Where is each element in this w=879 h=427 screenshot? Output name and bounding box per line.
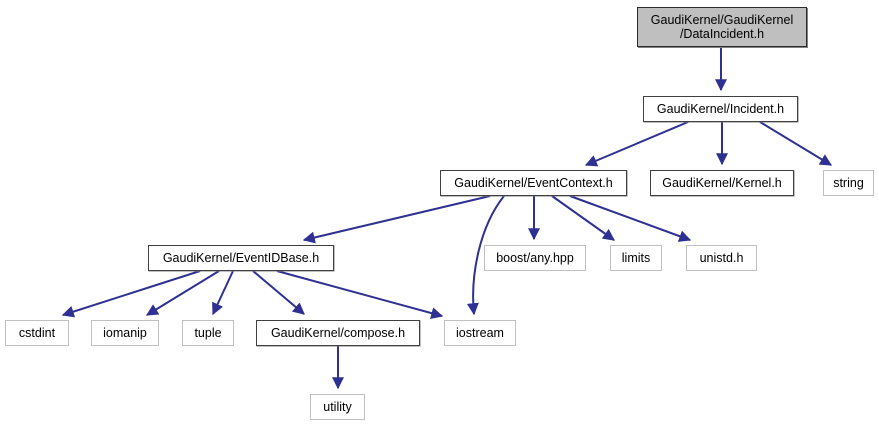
node-utility[interactable]: utility	[310, 394, 365, 420]
node-boostany[interactable]: boost/any.hpp	[484, 245, 586, 271]
edge-eventidbase-iostream	[276, 270, 444, 319]
node-string[interactable]: string	[823, 170, 874, 196]
node-dataincident[interactable]: GaudiKernel/GaudiKernel /DataIncident.h	[637, 7, 807, 47]
node-eventcontext[interactable]: GaudiKernel/EventContext.h	[440, 170, 627, 196]
edge-eventcontext-limits	[551, 195, 615, 241]
node-kernel[interactable]: GaudiKernel/Kernel.h	[650, 170, 794, 196]
edge-eventcontext-eventidbase	[302, 195, 491, 244]
edge-incident-string	[759, 121, 833, 166]
node-unistd[interactable]: unistd.h	[686, 245, 757, 271]
edge-incident-eventcontext	[584, 121, 689, 167]
node-iostream[interactable]: iostream	[444, 320, 516, 346]
node-tuple[interactable]: tuple	[182, 320, 234, 346]
edge-eventidbase-cstdint	[61, 270, 201, 318]
node-incident[interactable]: GaudiKernel/Incident.h	[643, 96, 798, 122]
node-cstdint[interactable]: cstdint	[5, 320, 69, 346]
node-limits[interactable]: limits	[610, 245, 662, 271]
node-compose[interactable]: GaudiKernel/compose.h	[256, 320, 420, 346]
node-eventidbase[interactable]: GaudiKernel/EventIDBase.h	[148, 245, 334, 271]
node-iomanip[interactable]: iomanip	[91, 320, 159, 346]
edge-eventidbase-tuple	[212, 270, 234, 316]
edge-eventcontext-unistd	[569, 195, 692, 242]
edge-eventidbase-iomanip	[145, 270, 220, 316]
edge-eventidbase-compose	[252, 270, 305, 315]
